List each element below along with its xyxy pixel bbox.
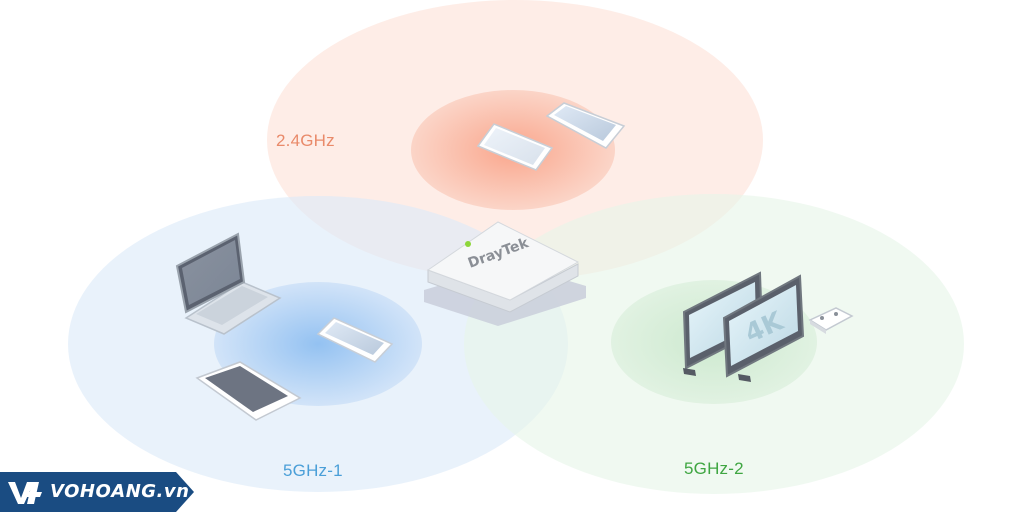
inner-zone-5ghz-1 [214, 282, 422, 406]
logo-text: VOHOANG.vn [50, 481, 190, 502]
router-led [465, 241, 471, 247]
phone-device [545, 102, 626, 149]
draytek-router: DrayTek [424, 221, 586, 326]
vohoang-logo: VOHOANG.vn [0, 472, 194, 512]
phone-device [316, 317, 394, 363]
band-label-5ghz-1: 5GHz-1 [283, 461, 343, 480]
band-label-5ghz-2: 5GHz-2 [684, 459, 744, 478]
band-label-24ghz: 2.4GHz [276, 131, 335, 150]
tablet-device [195, 361, 302, 421]
laptop-device [175, 232, 282, 335]
phone-device [476, 123, 554, 171]
vh-logo-icon [8, 482, 42, 504]
tv-device: 4K [722, 274, 805, 382]
game-controller-device [808, 307, 854, 334]
